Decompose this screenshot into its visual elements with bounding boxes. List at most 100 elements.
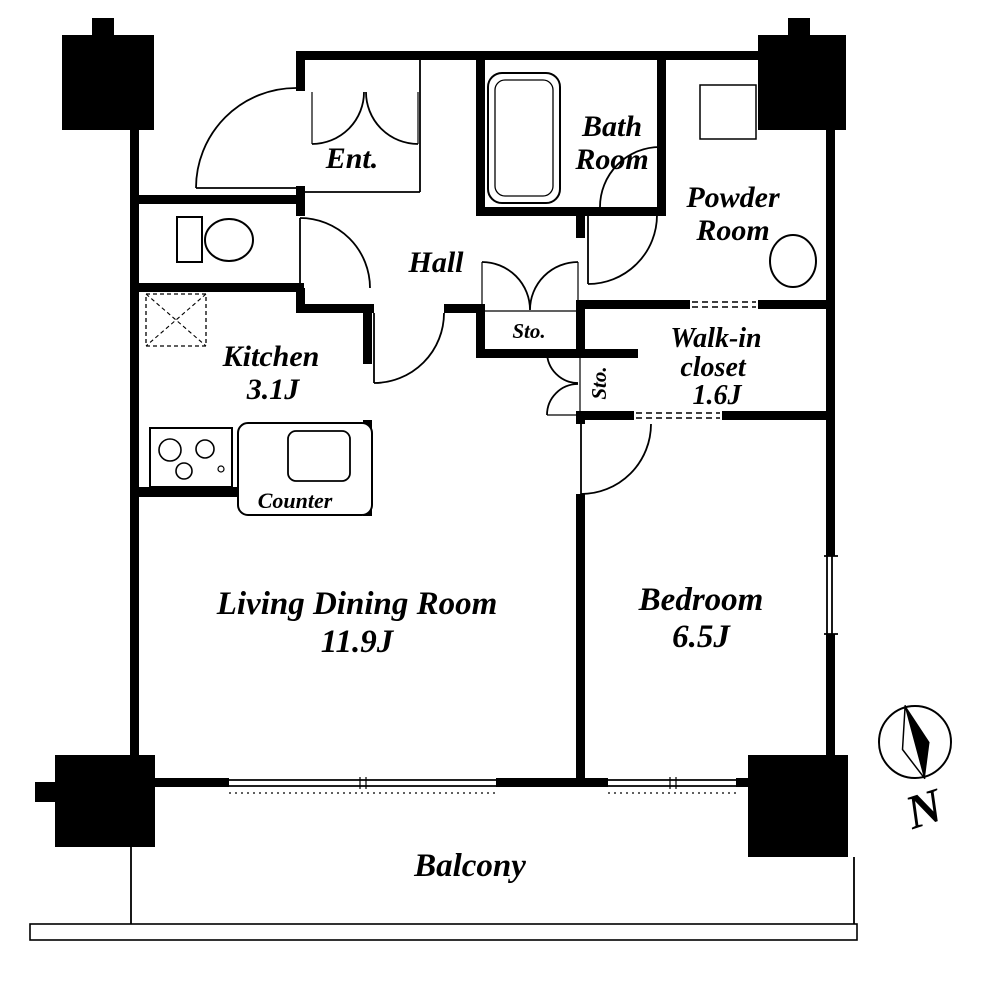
label-hall-storage: Sto. bbox=[512, 319, 545, 343]
compass-needle-light bbox=[901, 705, 926, 780]
label-powder-line2: Room bbox=[695, 214, 769, 247]
balcony-side-lines bbox=[130, 847, 855, 924]
structural-columns bbox=[35, 18, 848, 857]
balcony-base-rail bbox=[29, 923, 858, 941]
wall-segment bbox=[476, 207, 666, 216]
wall-segment bbox=[576, 494, 585, 787]
label-kitchen-size: 3.1J bbox=[246, 373, 301, 406]
outer-walls bbox=[130, 51, 835, 787]
washing-machine-pan bbox=[699, 84, 757, 140]
burner bbox=[195, 439, 215, 459]
label-entrance: Ent. bbox=[325, 142, 379, 175]
column-tick bbox=[92, 18, 114, 35]
entrance-door-arc bbox=[195, 87, 297, 189]
toilet-door-arc bbox=[299, 217, 371, 289]
wall-segment bbox=[722, 411, 826, 420]
label-bath-line1: Bath bbox=[581, 110, 642, 143]
label-wic-line2: closet bbox=[680, 352, 747, 383]
shoe-cabinet-door-arcs bbox=[311, 91, 419, 145]
label-bedroom: Bedroom bbox=[638, 582, 764, 618]
stove-fixture bbox=[149, 427, 233, 488]
label-closet-storage: Sto. bbox=[587, 366, 611, 399]
bathtub-fixture bbox=[487, 72, 561, 204]
label-hall: Hall bbox=[407, 246, 464, 279]
toilet-bowl bbox=[204, 218, 254, 262]
room-labels: Ent. Bath Room Powder Room Hall Sto. Sto… bbox=[216, 110, 780, 884]
counter-outline bbox=[237, 422, 373, 516]
label-wic-size: 1.6J bbox=[693, 380, 743, 411]
label-powder-line1: Powder bbox=[685, 181, 780, 214]
wall-segment bbox=[476, 51, 485, 216]
windows bbox=[229, 301, 838, 794]
storage-double-door-arcs bbox=[481, 261, 579, 311]
kitchen-sink bbox=[287, 430, 351, 482]
window-overlap-tick bbox=[359, 777, 367, 789]
window-gap bbox=[824, 556, 837, 634]
kitchen-counter-fixture bbox=[237, 422, 373, 516]
wall-segment bbox=[476, 349, 638, 358]
wall-segment bbox=[134, 778, 229, 787]
wall-segment bbox=[296, 51, 305, 91]
side-window bbox=[824, 555, 838, 635]
column-tick bbox=[788, 18, 810, 35]
wall-segment bbox=[576, 411, 585, 424]
wall-segment bbox=[576, 411, 634, 420]
folding-door-powder-closet bbox=[692, 301, 756, 308]
label-bedroom-size: 6.5J bbox=[672, 619, 731, 655]
fixtures bbox=[145, 60, 817, 516]
bath-door-arc bbox=[599, 146, 661, 208]
column-tick bbox=[35, 782, 55, 802]
label-counter: Counter bbox=[258, 488, 333, 513]
burner-knob bbox=[217, 465, 225, 473]
hall-living-door-arc bbox=[373, 312, 445, 384]
compass: N bbox=[878, 705, 952, 840]
stove-outline bbox=[149, 427, 233, 488]
wall-segment bbox=[130, 126, 139, 757]
wall-segment bbox=[296, 288, 305, 313]
label-living-dining: Living Dining Room bbox=[216, 586, 498, 622]
closet-storage-door-leaves bbox=[547, 351, 581, 416]
label-living-dining-size: 11.9J bbox=[321, 624, 395, 660]
pipe-space-outline bbox=[145, 293, 207, 347]
wall-segment bbox=[576, 300, 690, 309]
wall-segment bbox=[476, 304, 485, 358]
compass-needle-dark bbox=[905, 705, 930, 779]
powder-room-door-arc bbox=[587, 214, 658, 285]
powder-sink-fixture bbox=[769, 234, 817, 288]
label-balcony: Balcony bbox=[413, 848, 526, 884]
doors bbox=[195, 87, 661, 495]
toilet-tank bbox=[176, 216, 203, 263]
wall-segment bbox=[444, 304, 485, 313]
label-bath-line2: Room bbox=[574, 143, 648, 176]
interior-walls bbox=[134, 51, 826, 787]
wall-segment bbox=[134, 283, 304, 292]
folding-door-closet-bedroom bbox=[636, 412, 720, 419]
closet-storage-door-arcs bbox=[546, 351, 579, 416]
wall-segment bbox=[134, 195, 304, 204]
storage-double-door-leaves bbox=[481, 262, 579, 312]
column-bottom-right bbox=[748, 755, 848, 857]
label-wic-line1: Walk-in bbox=[670, 323, 761, 354]
bathtub-inner-line bbox=[494, 79, 554, 197]
column-bottom-left bbox=[55, 755, 155, 847]
sliding-window bbox=[608, 779, 736, 787]
wall-segment bbox=[576, 309, 585, 349]
wall-segment bbox=[576, 216, 585, 238]
wall-segment bbox=[657, 51, 666, 216]
window-overlap-tick bbox=[669, 777, 677, 789]
bedroom-door-arc bbox=[580, 423, 652, 495]
wall-segment bbox=[363, 304, 372, 364]
wall-segment bbox=[296, 304, 374, 313]
burner bbox=[175, 462, 193, 480]
label-kitchen: Kitchen bbox=[222, 340, 320, 373]
balcony-structure bbox=[29, 847, 858, 941]
wall-segment bbox=[296, 51, 766, 60]
entrance-step-line bbox=[305, 60, 421, 193]
pipe-space-cross bbox=[145, 293, 207, 347]
compass-needle-icon bbox=[901, 705, 930, 780]
wall-segment bbox=[134, 487, 238, 497]
sliding-window bbox=[229, 779, 496, 787]
shoe-cabinet-door-leaves bbox=[311, 92, 419, 144]
